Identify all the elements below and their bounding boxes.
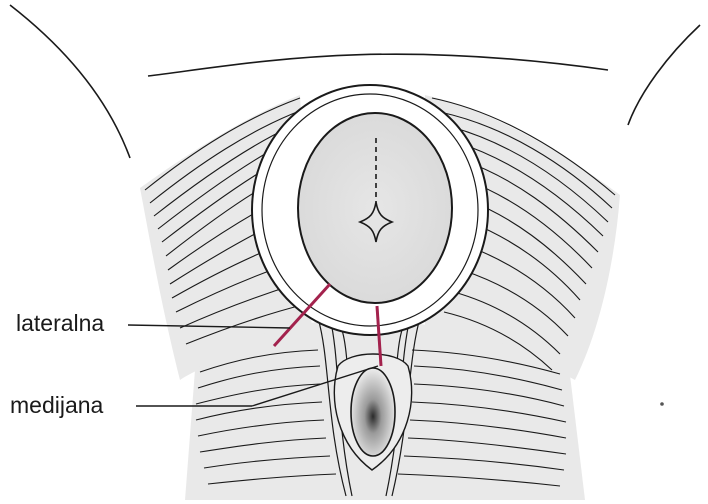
speck	[660, 402, 664, 406]
left-thigh-outline	[10, 5, 130, 158]
lateral-label: lateralna	[16, 312, 104, 335]
right-thigh-outline	[628, 25, 700, 125]
median-label: medijana	[10, 394, 103, 417]
anal-opening	[351, 368, 395, 456]
upper-body-outline	[148, 54, 608, 76]
